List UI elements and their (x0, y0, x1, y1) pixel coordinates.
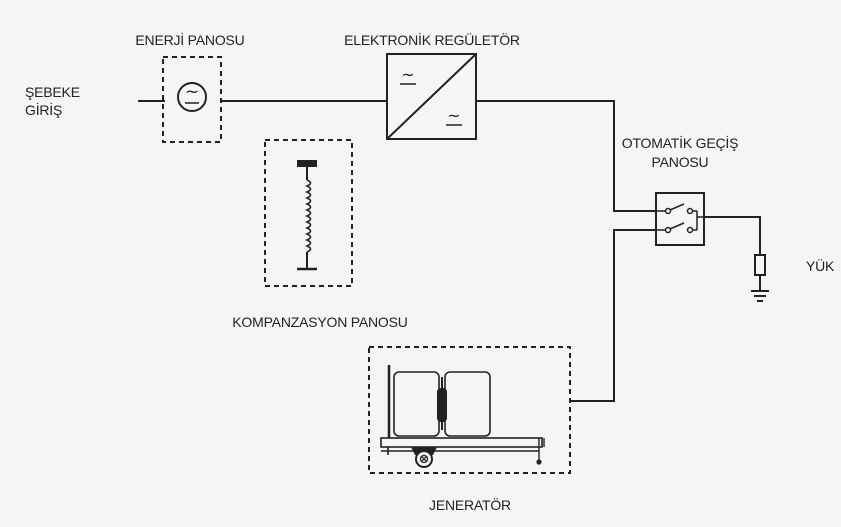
transfer-switch-label-line2: PANOSU (651, 154, 709, 170)
electronic-regulator: ~ ~ (386, 53, 477, 140)
generator-icon (380, 365, 545, 465)
compensation-panel (264, 139, 353, 287)
generator-panel (368, 346, 571, 474)
energy-panel-label: ENERJİ PANOSU (135, 32, 245, 48)
energy-panel: ~ (162, 56, 222, 143)
load-label: YÜK (806, 258, 835, 274)
ac-out-icon: ~ (446, 106, 462, 126)
ac-in-icon: ~ (400, 65, 416, 85)
grid-input-label-line1: ŞEBEKE (25, 84, 80, 100)
ac-source-symbol: ~ (185, 82, 199, 102)
ground-icon (751, 290, 769, 302)
generator-label: JENERATÖR (429, 497, 511, 513)
transfer-switch-panel (655, 192, 705, 246)
compensation-panel-label: KOMPANZASYON PANOSU (232, 314, 408, 330)
grid-input-label-line2: GİRİŞ (25, 102, 63, 118)
ac-out-symbol: ~ (447, 106, 460, 125)
inductor-icon (297, 160, 317, 271)
electronic-regulator-label: ELEKTRONİK REGÜLETÖR (344, 32, 520, 48)
main-feed-line (138, 100, 761, 402)
switch-contacts-icon (656, 203, 704, 234)
load-resistor-icon (754, 254, 766, 290)
generator-wheel-icon (411, 447, 437, 468)
transfer-switch-label-line1: OTOMATİK GEÇİŞ (621, 135, 739, 151)
ac-in-symbol: ~ (401, 65, 414, 84)
ac-source-icon: ~ (177, 82, 207, 112)
